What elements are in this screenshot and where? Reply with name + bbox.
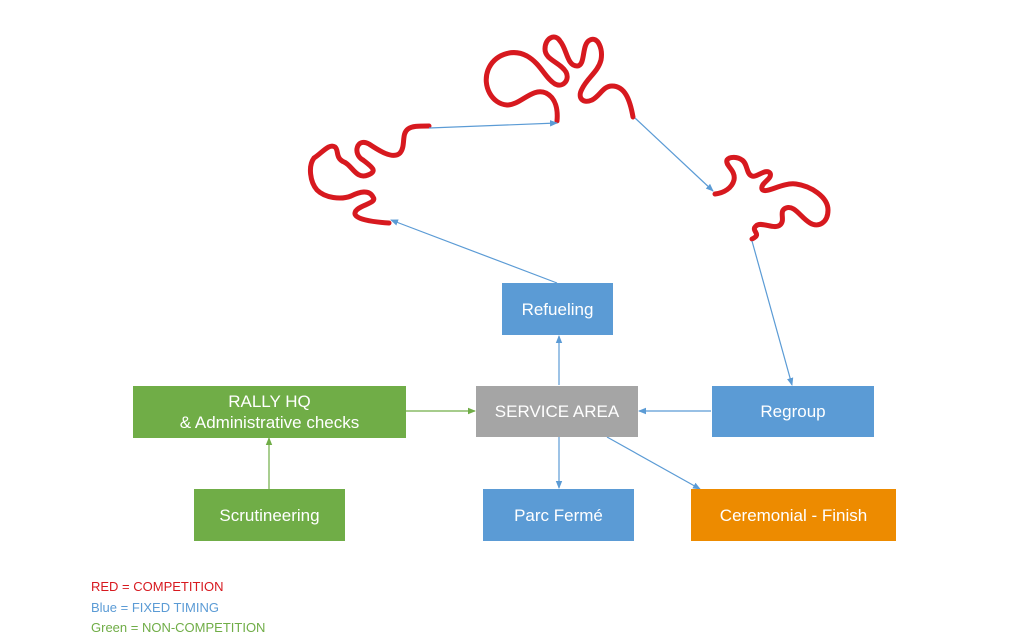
arrow-refueling-to-stage-1 bbox=[390, 219, 558, 284]
rally-hq-label: RALLY HQ bbox=[228, 392, 311, 411]
arrow-stage-3-to-regroup bbox=[751, 240, 794, 386]
service-area-label: SERVICE AREA bbox=[494, 402, 620, 421]
ceremonial-finish-box: Ceremonial - Finish bbox=[691, 489, 896, 541]
arrow-stage-1-to-stage-2 bbox=[428, 120, 558, 129]
ceremonial-finish-label: Ceremonial - Finish bbox=[719, 505, 868, 525]
legend-fixed-timing: Blue = FIXED TIMING bbox=[91, 600, 219, 615]
administrative-checks-label: & Administrative checks bbox=[179, 413, 360, 432]
refueling-box: Refueling bbox=[502, 283, 613, 335]
competition-stage-1 bbox=[307, 123, 432, 226]
regroup-box: Regroup bbox=[712, 386, 874, 437]
scrutineering-box: Scrutineering bbox=[194, 489, 345, 541]
service-area-box: SERVICE AREA bbox=[476, 386, 638, 437]
competition-stage-3 bbox=[712, 154, 831, 242]
rally-hq-box: RALLY HQ & Administrative checks bbox=[133, 386, 406, 438]
regroup-label: Regroup bbox=[760, 402, 826, 421]
parc-ferme-label: Parc Fermé bbox=[514, 505, 603, 525]
scrutineering-label: Scrutineering bbox=[219, 505, 320, 525]
arrow-stage-2-to-stage-3 bbox=[634, 117, 714, 192]
legend-competition: RED = COMPETITION bbox=[91, 579, 224, 594]
parc-ferme-box: Parc Fermé bbox=[483, 489, 634, 541]
legend-non-competition: Green = NON-COMPETITION bbox=[91, 620, 266, 635]
refueling-label: Refueling bbox=[521, 299, 594, 319]
competition-stage-2 bbox=[483, 34, 636, 124]
arrow-service-to-ceremonial-finish bbox=[606, 436, 701, 490]
